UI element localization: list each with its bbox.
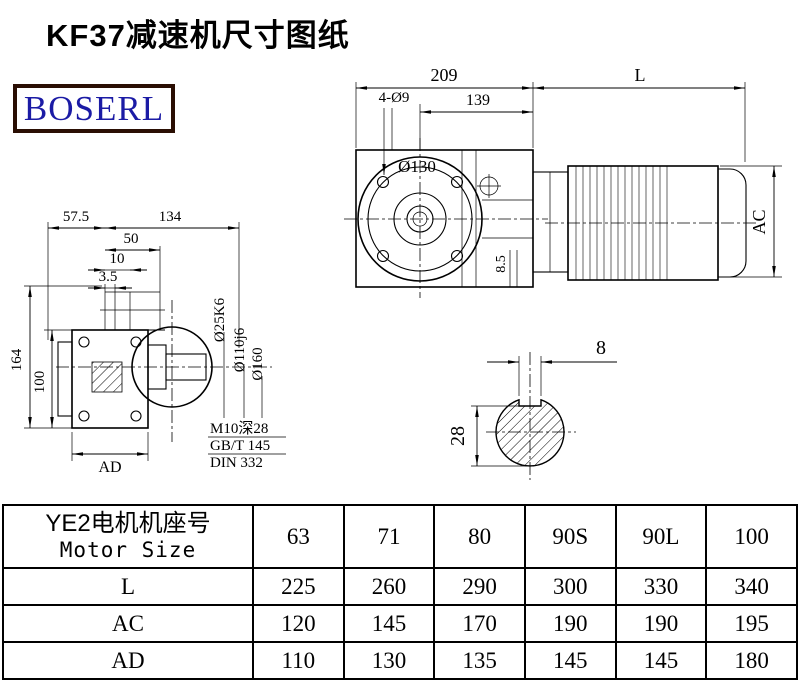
size-header-cell: 71 — [342, 504, 436, 569]
dim-value-cell: 145 — [342, 604, 436, 643]
dim-AD-label: AD — [98, 459, 121, 476]
motor-size-header-cn: YE2电机机座号 — [45, 509, 211, 537]
note-gb-label: GB/T 145 — [210, 438, 270, 454]
dim-57-5-label: 57.5 — [63, 209, 89, 225]
dim-100-label: 100 — [32, 371, 48, 394]
key-width-label: 8 — [596, 337, 606, 359]
flange-dia-130-label: Ø130 — [398, 157, 436, 176]
table-row-L: L 225 260 290 300 330 340 — [2, 567, 798, 606]
holes-4d9-label: 4-Ø9 — [379, 90, 410, 106]
technical-drawing: 209 L 139 4-Ø9 Ø130 8.5 AC — [9, 65, 782, 480]
dim-value-cell: 340 — [705, 567, 798, 606]
dim-value-cell: 145 — [614, 641, 708, 680]
dim-AC-label: AC — [749, 209, 769, 234]
dim-209-label: 209 — [431, 65, 458, 85]
flange-bolt-hole — [450, 175, 464, 189]
size-header-cell: 80 — [433, 504, 526, 569]
flange-bolt-hole — [376, 175, 390, 189]
dim-10-label: 10 — [110, 251, 125, 267]
size-header-cell: 90S — [523, 504, 617, 569]
flange-dia-160-label: Ø160 — [250, 347, 266, 380]
table-header-row: YE2电机机座号 Motor Size 63 71 80 90S 90L 100 — [2, 504, 798, 569]
note-tap-label: M10深28 — [210, 420, 268, 437]
dim-value-cell: 120 — [252, 604, 345, 643]
page-title: KF37减速机尺寸图纸 — [46, 18, 350, 53]
motor-size-header-en: Motor Size — [59, 538, 197, 563]
dim-value-cell: 260 — [342, 567, 436, 606]
table-row-AD: AD 110 130 135 145 145 180 — [2, 641, 798, 680]
front-view: 209 L 139 4-Ø9 Ø130 8.5 AC — [344, 65, 782, 298]
dim-value-cell: 135 — [433, 641, 526, 680]
dim-value-cell: 130 — [342, 641, 436, 680]
dim-value-cell: 190 — [523, 604, 617, 643]
flange-bolt-hole — [450, 249, 464, 263]
dim-value-cell: 330 — [614, 567, 708, 606]
brand-text: BOSERL — [23, 88, 165, 128]
flange-bolt-hole — [376, 249, 390, 263]
dim-L-label: L — [635, 65, 646, 85]
dimension-table: YE2电机机座号 Motor Size 63 71 80 90S 90L 100… — [2, 504, 798, 680]
key-depth-label: 28 — [447, 426, 469, 446]
dim-164-label: 164 — [9, 348, 25, 371]
dim-value-cell: 180 — [705, 641, 798, 680]
dim-3-5-label: 3.5 — [99, 269, 118, 285]
table-row-AC: AC 120 145 170 190 190 195 — [2, 604, 798, 643]
dim-value-cell: 225 — [252, 567, 345, 606]
note-din-label: DIN 332 — [210, 455, 263, 471]
shaft-section-view: 8 28 — [447, 337, 617, 480]
size-header-cell: 63 — [252, 504, 345, 569]
spigot-dia-label: Ø110j6 — [232, 327, 248, 372]
size-header-cell: 90L — [614, 504, 708, 569]
brand-logo: BOSERL — [13, 84, 175, 133]
dim-value-cell: 145 — [523, 641, 617, 680]
motor-size-header-cell: YE2电机机座号 Motor Size — [2, 504, 254, 569]
row-label-cell: AD — [2, 641, 254, 680]
row-label-cell: AC — [2, 604, 254, 643]
dim-value-cell: 190 — [614, 604, 708, 643]
shaft-cross-section — [495, 398, 565, 467]
dim-139-label: 139 — [466, 92, 490, 109]
size-header-cell: 100 — [705, 504, 798, 569]
dim-value-cell: 300 — [523, 567, 617, 606]
shaft-dia-label: Ø25K6 — [212, 297, 228, 342]
dim-50-label: 50 — [124, 231, 139, 247]
dim-value-cell: 290 — [433, 567, 526, 606]
side-view: 57.5 134 50 10 3.5 164 100 AD Ø25K6 Ø110… — [9, 209, 286, 476]
dim-value-cell: 170 — [433, 604, 526, 643]
dim-value-cell: 195 — [705, 604, 798, 643]
dim-8-5-label: 8.5 — [494, 255, 509, 273]
row-label-cell: L — [2, 567, 254, 606]
dim-134-label: 134 — [159, 209, 182, 225]
dim-value-cell: 110 — [252, 641, 345, 680]
